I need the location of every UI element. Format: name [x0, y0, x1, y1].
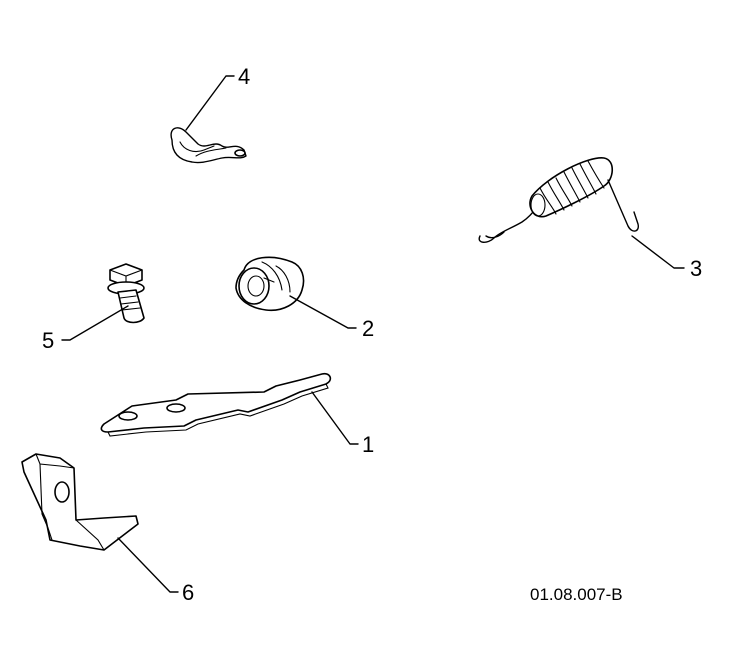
- callout-5-label: 5: [42, 328, 54, 353]
- part-3-extension-spring: [478, 157, 640, 243]
- part-6-angle-bracket: [21, 453, 139, 551]
- part-5-flange-bolt: [107, 263, 145, 324]
- callout-3-leader: [631, 235, 685, 269]
- part-4-hairpin-clip: [170, 127, 247, 164]
- callout-6-leader: [117, 537, 179, 593]
- part-2-cam-bushing: [235, 256, 305, 312]
- drawing-reference-code: 01.08.007-B: [530, 585, 623, 604]
- callout-2-leader: [289, 295, 357, 329]
- callout-5-leader: [61, 305, 129, 341]
- callout-1-label: 1: [362, 432, 374, 457]
- callout-4-leader: [185, 75, 235, 131]
- callout-3-label: 3: [690, 256, 702, 281]
- callout-6-label: 6: [182, 580, 194, 605]
- callout-2-label: 2: [362, 316, 374, 341]
- callout-4-label: 4: [238, 64, 250, 89]
- part-1-link-bar: [100, 372, 332, 437]
- callout-1-leader: [311, 391, 359, 445]
